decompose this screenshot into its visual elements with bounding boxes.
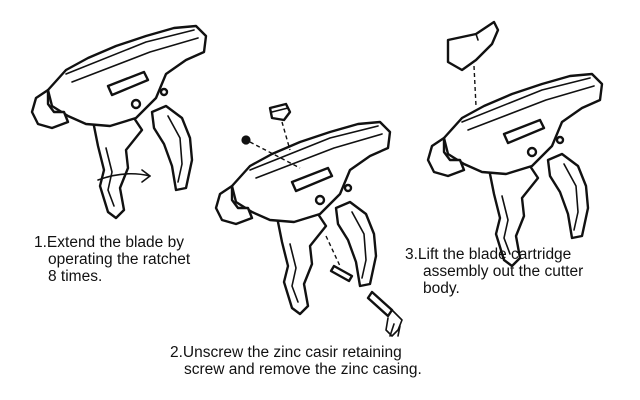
step-2-line-1: 2.Unscrew the zinc casir retaining [170,344,402,361]
retaining-screw [329,264,354,283]
ratchet-arrow-icon [97,172,151,181]
step-1-line-1: 1.Extend the blade by [34,234,184,251]
step-1-caption: 1.Extend the blade by operating the ratc… [34,234,190,285]
tool-illustration-step-1 [30,24,208,220]
step-3-caption: 3.Lift the blade cartridge assembly out … [405,246,583,297]
blade-cartridge-part [446,20,500,72]
step-2-caption: 2.Unscrew the zinc casir retaining screw… [170,344,422,378]
step-1-line-3: 8 times. [48,268,103,285]
step-2-line-2: screw and remove the zinc casing. [184,361,422,378]
step-1-line-2: operating the ratchet [48,251,191,268]
step-3-line-3: body. [423,280,460,297]
screwdriver-icon [366,290,394,318]
step-3-line-2: assembly out the cutter [423,263,584,280]
step-3-line-1: 3.Lift the blade cartridge [405,246,572,263]
tool-illustration-step-3 [426,20,604,268]
tool-illustration-step-2 [214,102,403,337]
retaining-nut [241,135,251,145]
